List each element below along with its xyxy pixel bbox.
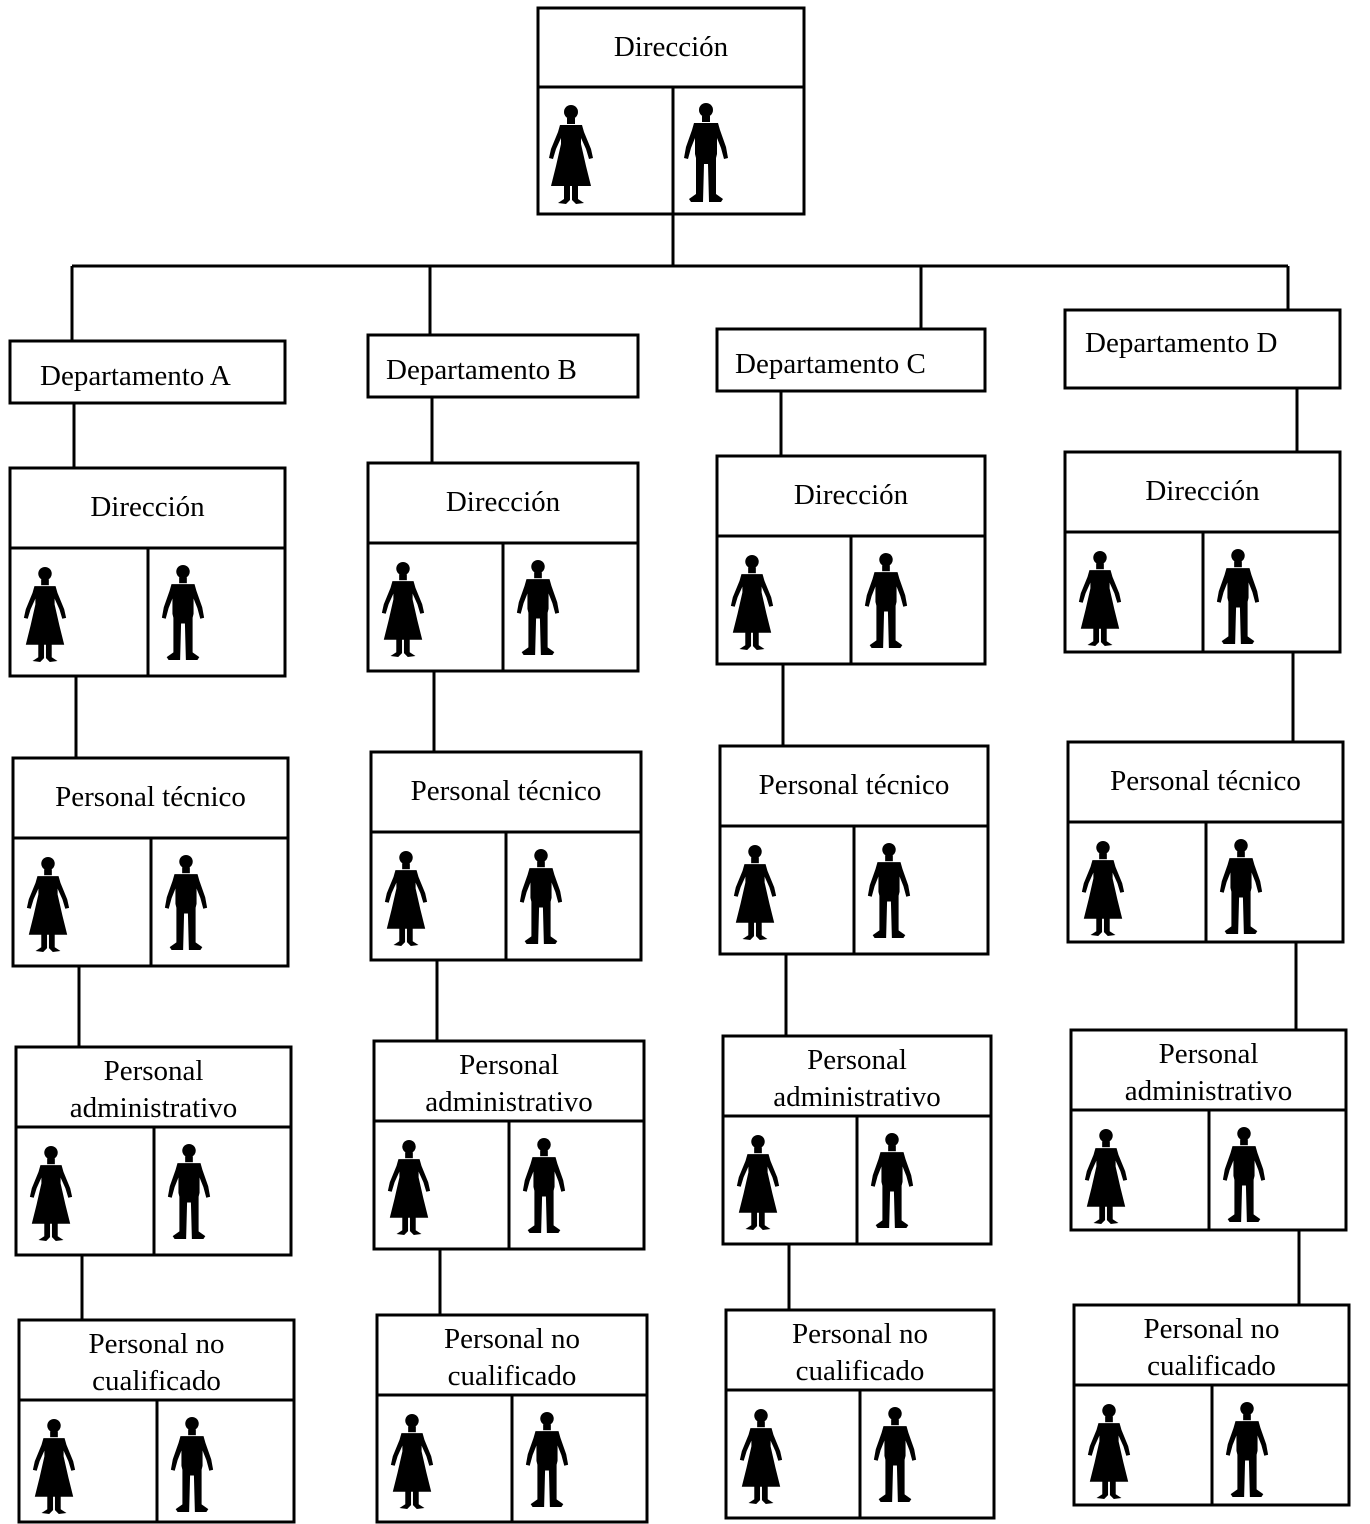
staff-box-title: Personal no [444, 1323, 580, 1355]
staff-box: Personal técnico [718, 744, 990, 956]
department-label: Departamento C [735, 348, 926, 380]
staff-box-title: Personal técnico [55, 781, 246, 813]
staff-box: Personal administrativo [721, 1034, 993, 1246]
staff-box: Dirección [8, 466, 287, 678]
top-direction-title: Dirección [614, 31, 729, 63]
staff-box-title: administrativo [70, 1092, 238, 1124]
staff-box-title: cualificado [796, 1355, 925, 1387]
staff-box-title: Personal [807, 1044, 907, 1076]
department-box: Departamento C [715, 327, 987, 393]
staff-box: Personal administrativo [372, 1039, 646, 1251]
staff-box-title: cualificado [1147, 1350, 1276, 1382]
staff-box-title: Personal técnico [411, 775, 602, 807]
top-connectors [70, 214, 1290, 341]
department-box: Departamento D [1063, 308, 1342, 390]
staff-box-title: administrativo [425, 1086, 593, 1118]
staff-box: Dirección [715, 454, 987, 666]
staff-box-title: Personal no [88, 1328, 224, 1360]
department-label: Departamento D [1085, 327, 1277, 359]
staff-box-title: Personal no [1143, 1313, 1279, 1345]
department-box: Departamento A [8, 339, 287, 405]
staff-box: Dirección [1063, 450, 1342, 654]
staff-box: Personal técnico [1066, 740, 1345, 944]
staff-box-title: administrativo [773, 1081, 941, 1113]
staff-box: Personal administrativo [14, 1045, 293, 1257]
staff-box: Personal administrativo [1069, 1028, 1348, 1232]
department-label: Departamento A [40, 360, 231, 392]
staff-box-title: Dirección [794, 479, 909, 511]
staff-box-title: Personal no [792, 1318, 928, 1350]
staff-box: Personal no cualificado [375, 1313, 649, 1524]
department-box: Departamento B [366, 333, 640, 399]
staff-box: Personal no cualificado [1072, 1303, 1351, 1507]
staff-box: Dirección [366, 461, 640, 673]
staff-box-title: Personal técnico [1110, 765, 1301, 797]
staff-box-title: cualificado [448, 1360, 577, 1392]
top-direction-box: Dirección [536, 6, 806, 216]
staff-box-title: Personal técnico [759, 769, 950, 801]
staff-box: Personal no cualificado [17, 1318, 296, 1524]
staff-box-title: administrativo [1125, 1075, 1293, 1107]
department-label: Departamento B [386, 354, 577, 386]
staff-box-title: Dirección [446, 486, 561, 518]
staff-box-title: cualificado [92, 1365, 221, 1397]
staff-box: Personal técnico [11, 756, 290, 968]
staff-box-title: Dirección [1145, 475, 1260, 507]
staff-box-title: Personal [104, 1055, 204, 1087]
staff-box: Personal técnico [369, 750, 643, 962]
staff-box-title: Personal [1159, 1038, 1259, 1070]
staff-box: Personal no cualificado [724, 1308, 996, 1520]
staff-box-title: Personal [459, 1049, 559, 1081]
staff-box-title: Dirección [90, 491, 205, 523]
